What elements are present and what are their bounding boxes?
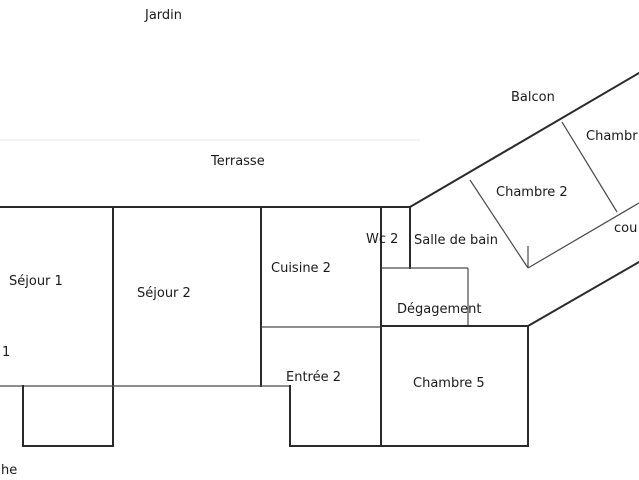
label-balcon: Balcon (511, 90, 555, 105)
wall-chambre-right (561, 121, 618, 213)
label-salle-de-bain: Salle de bain (414, 233, 499, 248)
label-entree-2: Entrée 2 (286, 370, 342, 385)
label-cuisine-2: Cuisine 2 (271, 261, 331, 276)
label-sejour-2: Séjour 2 (137, 286, 191, 301)
label-wc-2: Wc 2 (366, 232, 399, 247)
label-chambre-cut: Chambr (586, 129, 638, 144)
wall-diagonal-lower (526, 260, 639, 328)
label-terrasse: Terrasse (211, 154, 265, 169)
wall-chambre2-left (469, 179, 529, 269)
label-couloir-cut: cou (614, 221, 638, 236)
label-chambre-5: Chambre 5 (413, 376, 485, 391)
label-chambre-2: Chambre 2 (496, 185, 568, 200)
label-jardin: Jardin (145, 8, 183, 23)
label-bottom-cut: he (1, 463, 18, 478)
label-degagement: Dégagement (397, 302, 482, 317)
wall-diagonal-outer (408, 71, 639, 209)
wall-diagonal-corridor (527, 202, 639, 269)
label-left-digit: 1 (2, 345, 11, 360)
label-sejour-1: Séjour 1 (9, 274, 63, 289)
